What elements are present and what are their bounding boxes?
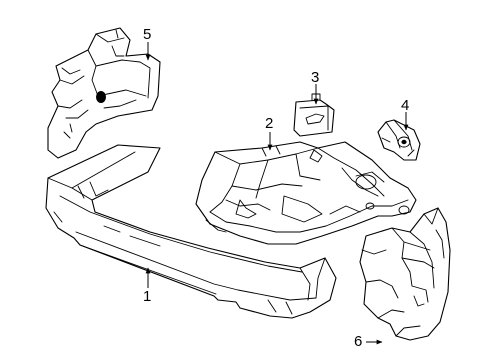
- part-4-mount-bracket: [377, 119, 421, 161]
- callout-1: 1: [143, 288, 152, 305]
- part-3-bracket: [293, 93, 335, 137]
- part-5-left-splash-guard: [47, 27, 161, 159]
- callout-4: 4: [401, 97, 410, 114]
- part-2-engine-cover: [195, 141, 417, 245]
- callout-5: 5: [143, 26, 152, 43]
- part-6-right-splash-guard: [359, 207, 451, 341]
- callout-2: 2: [265, 115, 274, 132]
- part-1-undertray: [45, 144, 337, 319]
- callout-3: 3: [311, 69, 320, 86]
- callout-6: 6: [354, 333, 363, 350]
